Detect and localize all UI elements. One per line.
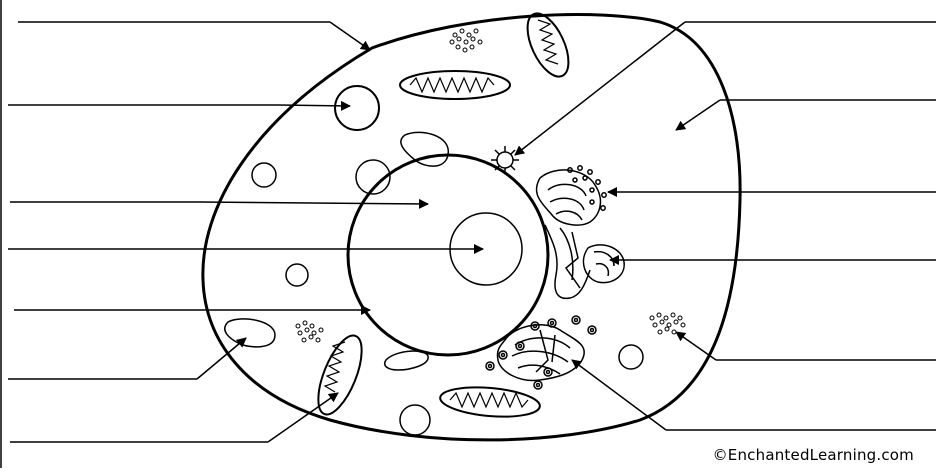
pointer-left-3 [200,202,428,204]
right-labels [515,22,936,430]
copyright-credit: ©EnchantedLearning.com [713,446,914,464]
vacuole-top [401,132,448,166]
mitochondrion-top [400,71,510,99]
ribosomes-right [650,313,685,334]
lysosome-top [335,86,379,130]
vacuole-bottom [385,351,428,370]
left-labels [8,22,483,442]
vesicle-4 [619,345,643,369]
ribosomes-top [450,29,482,52]
mitochondrion-bottom [439,384,541,421]
pointer-right-5 [676,332,716,360]
centrosome [491,146,519,174]
vesicle-1 [252,163,276,187]
vacuole-left [225,319,275,347]
smooth-endoplasmic-reticulum [583,245,624,283]
pointer-right-1 [515,22,685,155]
vesicle-5 [400,405,430,435]
pointer-left-2 [278,105,350,106]
pointer-right-2 [676,100,720,130]
pointer-left-7 [268,393,338,442]
rough-endoplasmic-reticulum [537,166,607,299]
vesicle-3 [286,264,308,286]
golgi-apparatus [486,316,596,389]
ribosomes-left [296,321,323,342]
mitochondrion-top-right [519,7,577,82]
cell-membrane [203,15,740,440]
pointer-right-6 [572,360,666,430]
nucleus [348,155,548,355]
pointer-left-1 [330,22,370,50]
